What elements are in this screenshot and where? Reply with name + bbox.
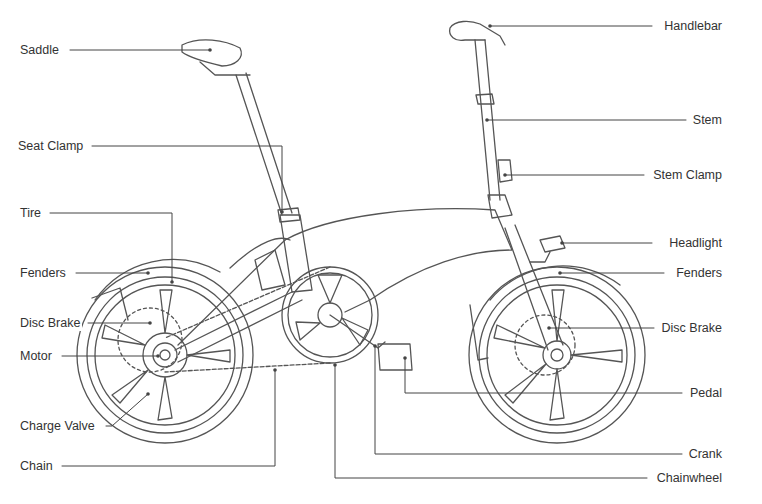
part-label: Pedal bbox=[688, 385, 724, 401]
part-label: Disc Brake bbox=[18, 315, 82, 331]
part-label: Chainwheel bbox=[655, 470, 724, 486]
part-label: Seat Clamp bbox=[16, 138, 85, 154]
part-label: Chain bbox=[18, 458, 55, 474]
part-label: Crank bbox=[687, 446, 724, 462]
part-label: Handlebar bbox=[662, 18, 724, 34]
part-label: Saddle bbox=[18, 42, 61, 58]
part-label: Stem Clamp bbox=[651, 167, 724, 183]
part-label: Fenders bbox=[674, 265, 724, 281]
part-label: Tire bbox=[18, 205, 43, 221]
part-label: Stem bbox=[691, 112, 724, 128]
part-label: Fenders bbox=[18, 265, 68, 281]
part-label: Headlight bbox=[667, 235, 724, 251]
part-label: Charge Valve bbox=[18, 418, 97, 434]
part-label: Disc Brake bbox=[660, 320, 724, 336]
part-label: Motor bbox=[18, 348, 54, 364]
